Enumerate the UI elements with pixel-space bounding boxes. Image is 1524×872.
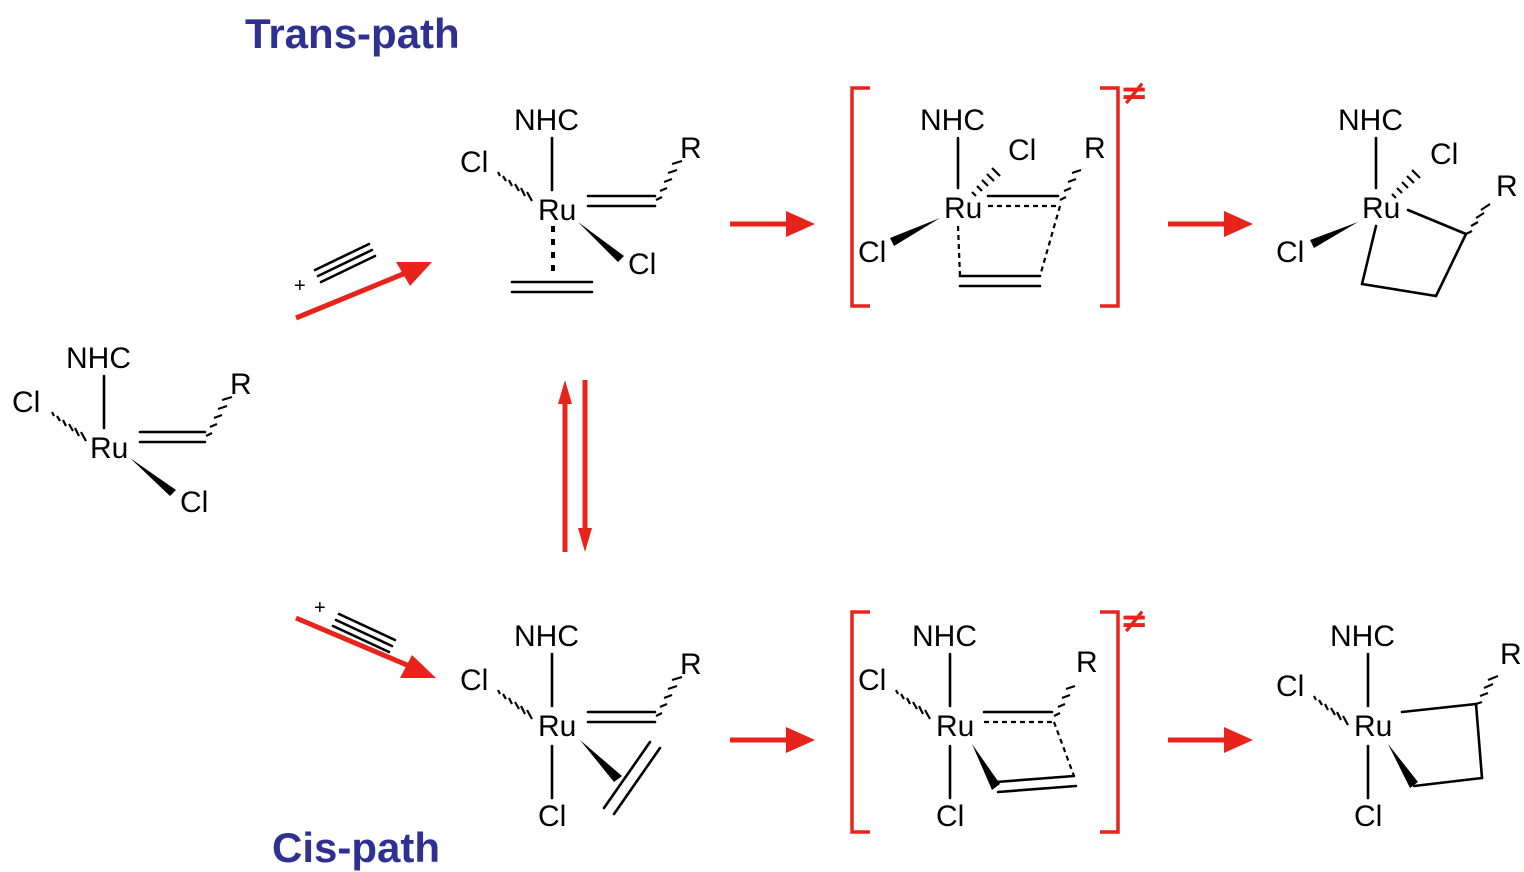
- ru-label: Ru: [1354, 710, 1392, 743]
- cis-path-title: Cis-path: [272, 824, 440, 871]
- wedge-bond: [1388, 744, 1418, 788]
- alkyne-icon: [331, 612, 397, 654]
- hashed-bond: [497, 171, 533, 202]
- plus-sign: +: [314, 597, 326, 619]
- ru-label: Ru: [944, 192, 982, 225]
- cl-label: Cl: [460, 664, 488, 697]
- ts-symbol: ≠: [1120, 73, 1149, 113]
- hashed-bond: [1475, 674, 1499, 706]
- nhc-label: NHC: [1330, 620, 1395, 653]
- r-label: R: [1496, 170, 1518, 203]
- plus-sign: +: [294, 275, 306, 297]
- wedge-bond: [580, 740, 622, 782]
- r-label: R: [680, 648, 702, 681]
- cl-label: Cl: [628, 248, 656, 281]
- r-label: R: [680, 132, 702, 165]
- trans-entry-arrow: +: [294, 242, 432, 321]
- hashed-bond: [51, 411, 87, 442]
- wedge-bond: [130, 458, 176, 496]
- left-bracket: [850, 86, 870, 308]
- cl-label: Cl: [1354, 800, 1382, 833]
- alkyne-icon: [313, 242, 377, 284]
- hashed-bond: [895, 689, 931, 720]
- wedge-bond: [578, 222, 624, 262]
- nhc-label: NHC: [514, 620, 579, 653]
- ru-label: Ru: [936, 710, 974, 743]
- cl-label: Cl: [1276, 670, 1304, 703]
- cl-label: Cl: [12, 386, 40, 419]
- cl-label: Cl: [460, 146, 488, 179]
- cl-label: Cl: [1008, 134, 1036, 167]
- r-label: R: [1076, 646, 1098, 679]
- hashed-bond: [655, 675, 683, 717]
- cl-label: Cl: [1276, 236, 1304, 269]
- left-bracket: [850, 610, 870, 834]
- wedge-bond: [1310, 222, 1358, 248]
- cis-metallacycle: NHC Ru Cl R Cl: [1276, 620, 1522, 833]
- cl-label: Cl: [936, 800, 964, 833]
- wedge-bond: [972, 744, 1000, 790]
- nhc-label: NHC: [920, 104, 985, 137]
- cis-transition-state: ≠ NHC Ru Cl R Cl: [850, 601, 1149, 834]
- hashed-bond: [205, 395, 233, 437]
- cis-entry-arrow: +: [295, 597, 436, 678]
- starting-complex: NHC Ru Cl R Cl: [12, 342, 252, 519]
- hashed-bond: [1313, 695, 1349, 726]
- hashed-bond: [497, 689, 533, 720]
- ru-label: Ru: [538, 710, 576, 743]
- nhc-label: NHC: [1338, 104, 1403, 137]
- hashed-bond: [1465, 203, 1491, 235]
- trans-path-title: Trans-path: [245, 10, 460, 57]
- trans-pi-complex: NHC Ru Cl R Cl: [460, 104, 702, 294]
- hashed-bond: [1059, 168, 1082, 201]
- trans-metallacycle: NHC Ru Cl R Cl: [1276, 104, 1518, 298]
- nhc-label: NHC: [514, 104, 579, 137]
- cis-pi-complex: NHC Ru Cl R Cl: [460, 620, 702, 833]
- reaction-arrow: [1168, 211, 1253, 237]
- nhc-label: NHC: [66, 342, 131, 375]
- nhc-label: NHC: [912, 620, 977, 653]
- cl-label: Cl: [1430, 138, 1458, 171]
- r-label: R: [1500, 638, 1522, 671]
- right-bracket: [1100, 86, 1120, 308]
- hashed-bond: [1391, 169, 1421, 199]
- r-label: R: [230, 368, 252, 401]
- ru-label: Ru: [90, 432, 128, 465]
- cl-label: Cl: [858, 664, 886, 697]
- ru-label: Ru: [538, 194, 576, 227]
- cl-label: Cl: [538, 800, 566, 833]
- ts-symbol: ≠: [1120, 601, 1149, 641]
- r-label: R: [1084, 132, 1106, 165]
- hashed-bond: [971, 167, 1001, 197]
- equilibrium-arrows: [558, 380, 592, 552]
- right-bracket: [1100, 610, 1120, 834]
- hashed-bond: [655, 159, 683, 201]
- reaction-arrow: [1168, 727, 1253, 753]
- hashed-bond: [1053, 684, 1076, 717]
- wedge-bond: [890, 218, 940, 246]
- cl-label: Cl: [858, 236, 886, 269]
- trans-transition-state: ≠ NHC Ru Cl R Cl: [850, 73, 1149, 308]
- reaction-arrow: [730, 727, 815, 753]
- reaction-arrow: [730, 211, 815, 237]
- cl-label: Cl: [180, 486, 208, 519]
